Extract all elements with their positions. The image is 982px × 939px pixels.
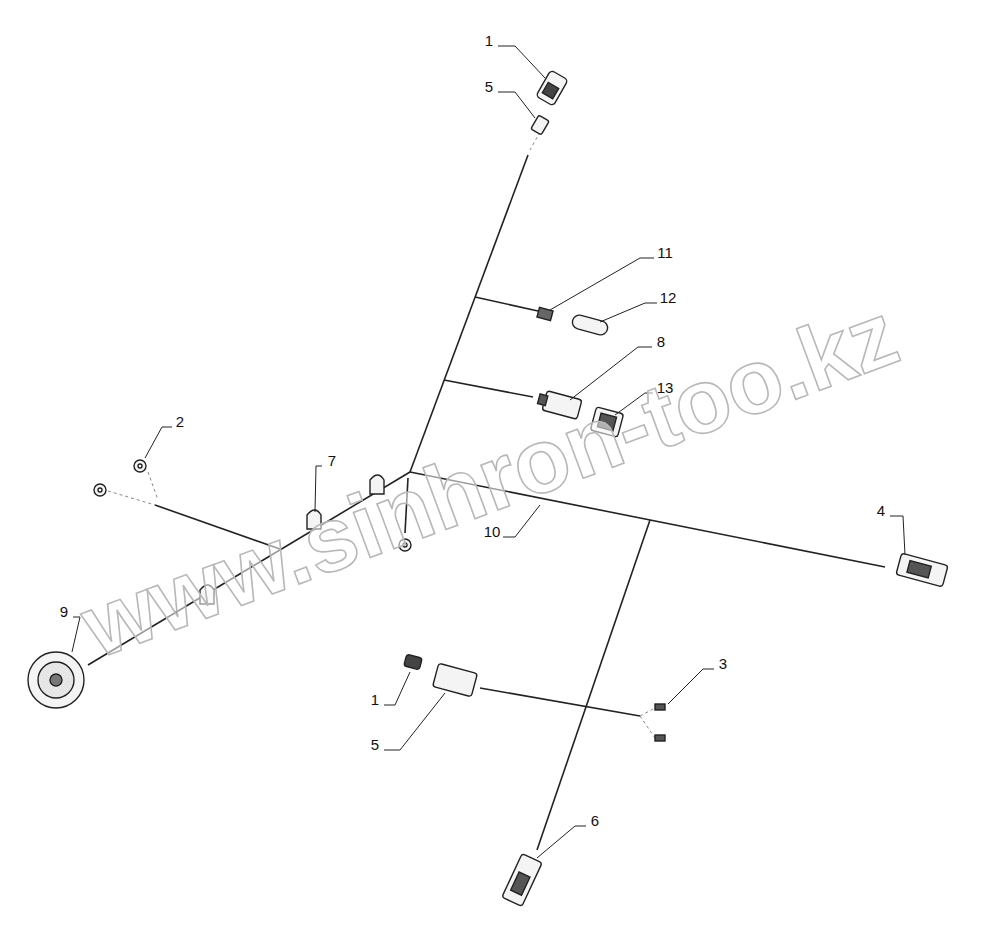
callout-number: 2 — [174, 413, 186, 430]
callout-number: 1 — [483, 32, 495, 49]
callout-number: 3 — [717, 655, 729, 672]
watermark: www.sinhron-too.kz — [71, 288, 909, 673]
callout-number: 6 — [589, 812, 601, 829]
callout-number: 1 — [369, 691, 381, 708]
callout-number: 7 — [326, 452, 338, 469]
callout-number: 12 — [658, 289, 679, 306]
callout-number: 5 — [483, 78, 495, 95]
callout-number: 5 — [369, 736, 381, 753]
callout-number: 11 — [655, 244, 675, 261]
callout-number: 8 — [655, 333, 667, 350]
callout-number: 9 — [58, 603, 70, 620]
parts — [28, 70, 948, 906]
callout-number: 4 — [875, 502, 887, 519]
